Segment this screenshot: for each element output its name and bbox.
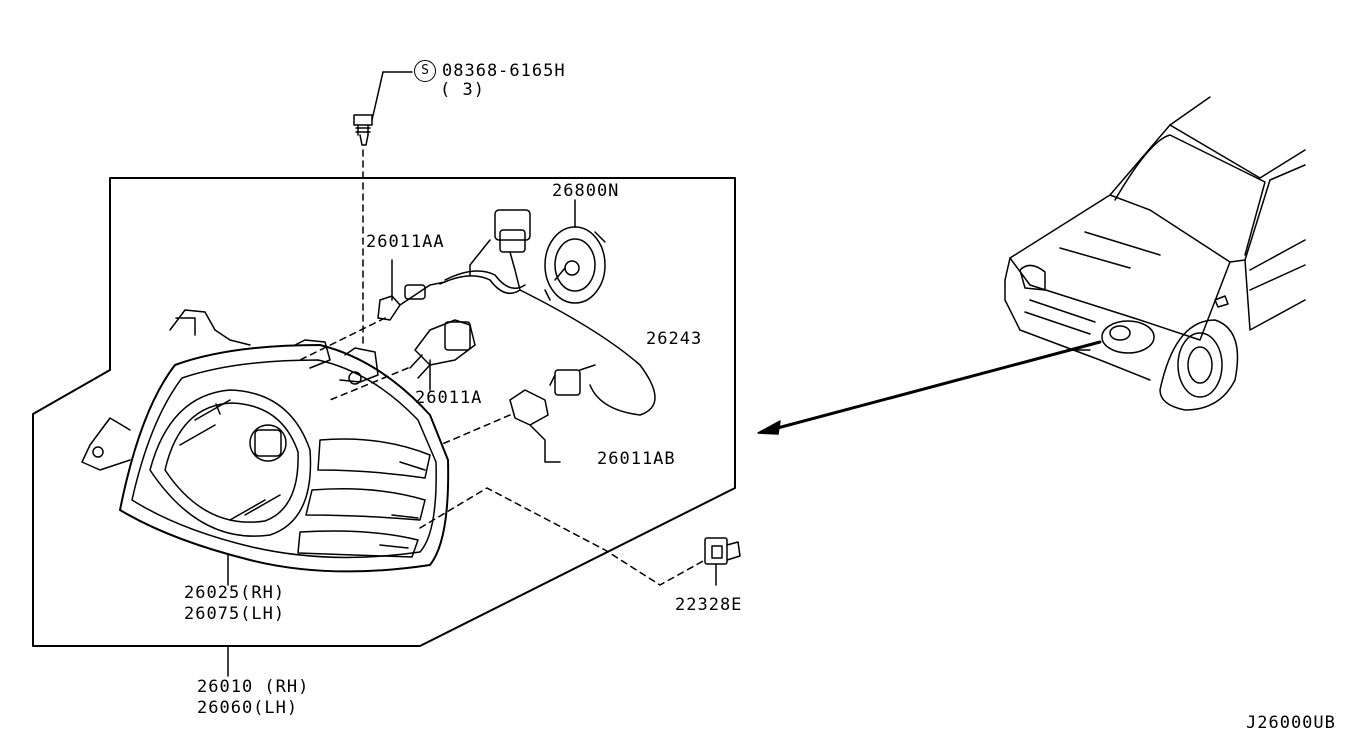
fastener-part-number[interactable]: 08368-6165H <box>442 61 566 81</box>
socket-cover-icon <box>545 200 605 303</box>
label-26011A[interactable]: 26011A <box>415 388 483 408</box>
label-22328E[interactable]: 22328E <box>675 595 743 615</box>
wire-harness-icon <box>440 210 655 415</box>
vehicle-icon <box>1005 97 1305 410</box>
side-bulb-icon <box>510 390 560 462</box>
label-26025-rh[interactable]: 26025(RH) <box>184 583 286 603</box>
assembly-frame <box>33 178 735 646</box>
label-26075-lh[interactable]: 26075(LH) <box>184 604 286 624</box>
label-26011AB[interactable]: 26011AB <box>597 449 676 469</box>
fastener-symbol: S <box>414 60 436 82</box>
headlamp-housing <box>82 310 448 571</box>
clip-icon <box>705 538 740 585</box>
label-26011AA[interactable]: 26011AA <box>366 232 445 252</box>
label-26060-lh[interactable]: 26060(LH) <box>197 698 299 718</box>
label-26010-rh[interactable]: 26010 (RH) <box>197 677 310 697</box>
diagram-code: J26000UB <box>1246 713 1336 733</box>
headlamp-bulb-icon <box>410 320 475 390</box>
label-26243[interactable]: 26243 <box>646 329 703 349</box>
pointer-arrow-icon <box>758 342 1100 434</box>
position-bulb-icon <box>378 260 445 320</box>
fastener-quantity: ( 3) <box>440 80 485 100</box>
screw-icon <box>354 72 412 145</box>
label-26800N[interactable]: 26800N <box>552 181 620 201</box>
